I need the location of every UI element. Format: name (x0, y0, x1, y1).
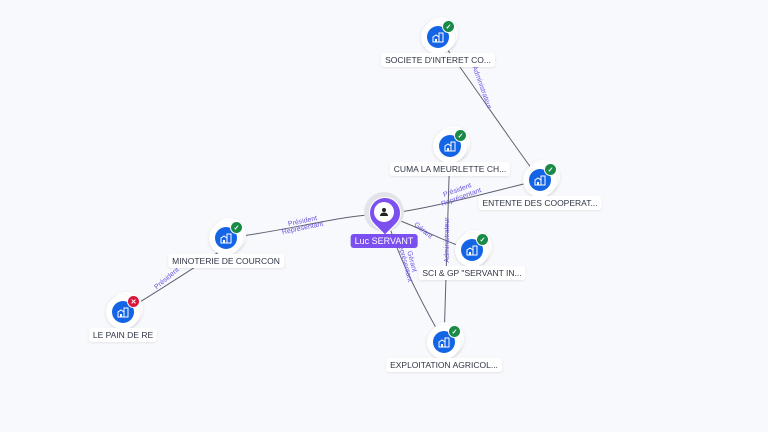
company-label[interactable]: LE PAIN DE RE (88, 328, 158, 342)
edge-label: Administrateur (444, 217, 451, 263)
check-icon: ✓ (442, 20, 455, 33)
company-label[interactable]: SOCIETE D'INTERET CO... (381, 53, 495, 67)
company-label[interactable]: SCI & GP "SERVANT IN... (418, 266, 526, 280)
check-icon: ✓ (544, 163, 557, 176)
check-icon: ✓ (454, 129, 467, 142)
company-label[interactable]: EXPLOITATION AGRICOL... (386, 358, 502, 372)
edge-label: Administrateur (470, 65, 492, 110)
check-icon: ✓ (476, 233, 489, 246)
person-icon (374, 202, 394, 222)
check-icon: ✓ (230, 221, 243, 234)
company-label[interactable]: MINOTERIE DE COURCON (168, 254, 284, 268)
close-icon: ✕ (127, 295, 140, 308)
company-label[interactable]: CUMA LA MEURLETTE CH... (389, 162, 511, 176)
person-label[interactable]: Luc SERVANT (350, 234, 418, 248)
check-icon: ✓ (448, 325, 461, 338)
edge-cuma-exploitation[interactable] (443, 145, 451, 343)
company-label[interactable]: ENTENTE DES COOPERAT... (478, 196, 602, 210)
